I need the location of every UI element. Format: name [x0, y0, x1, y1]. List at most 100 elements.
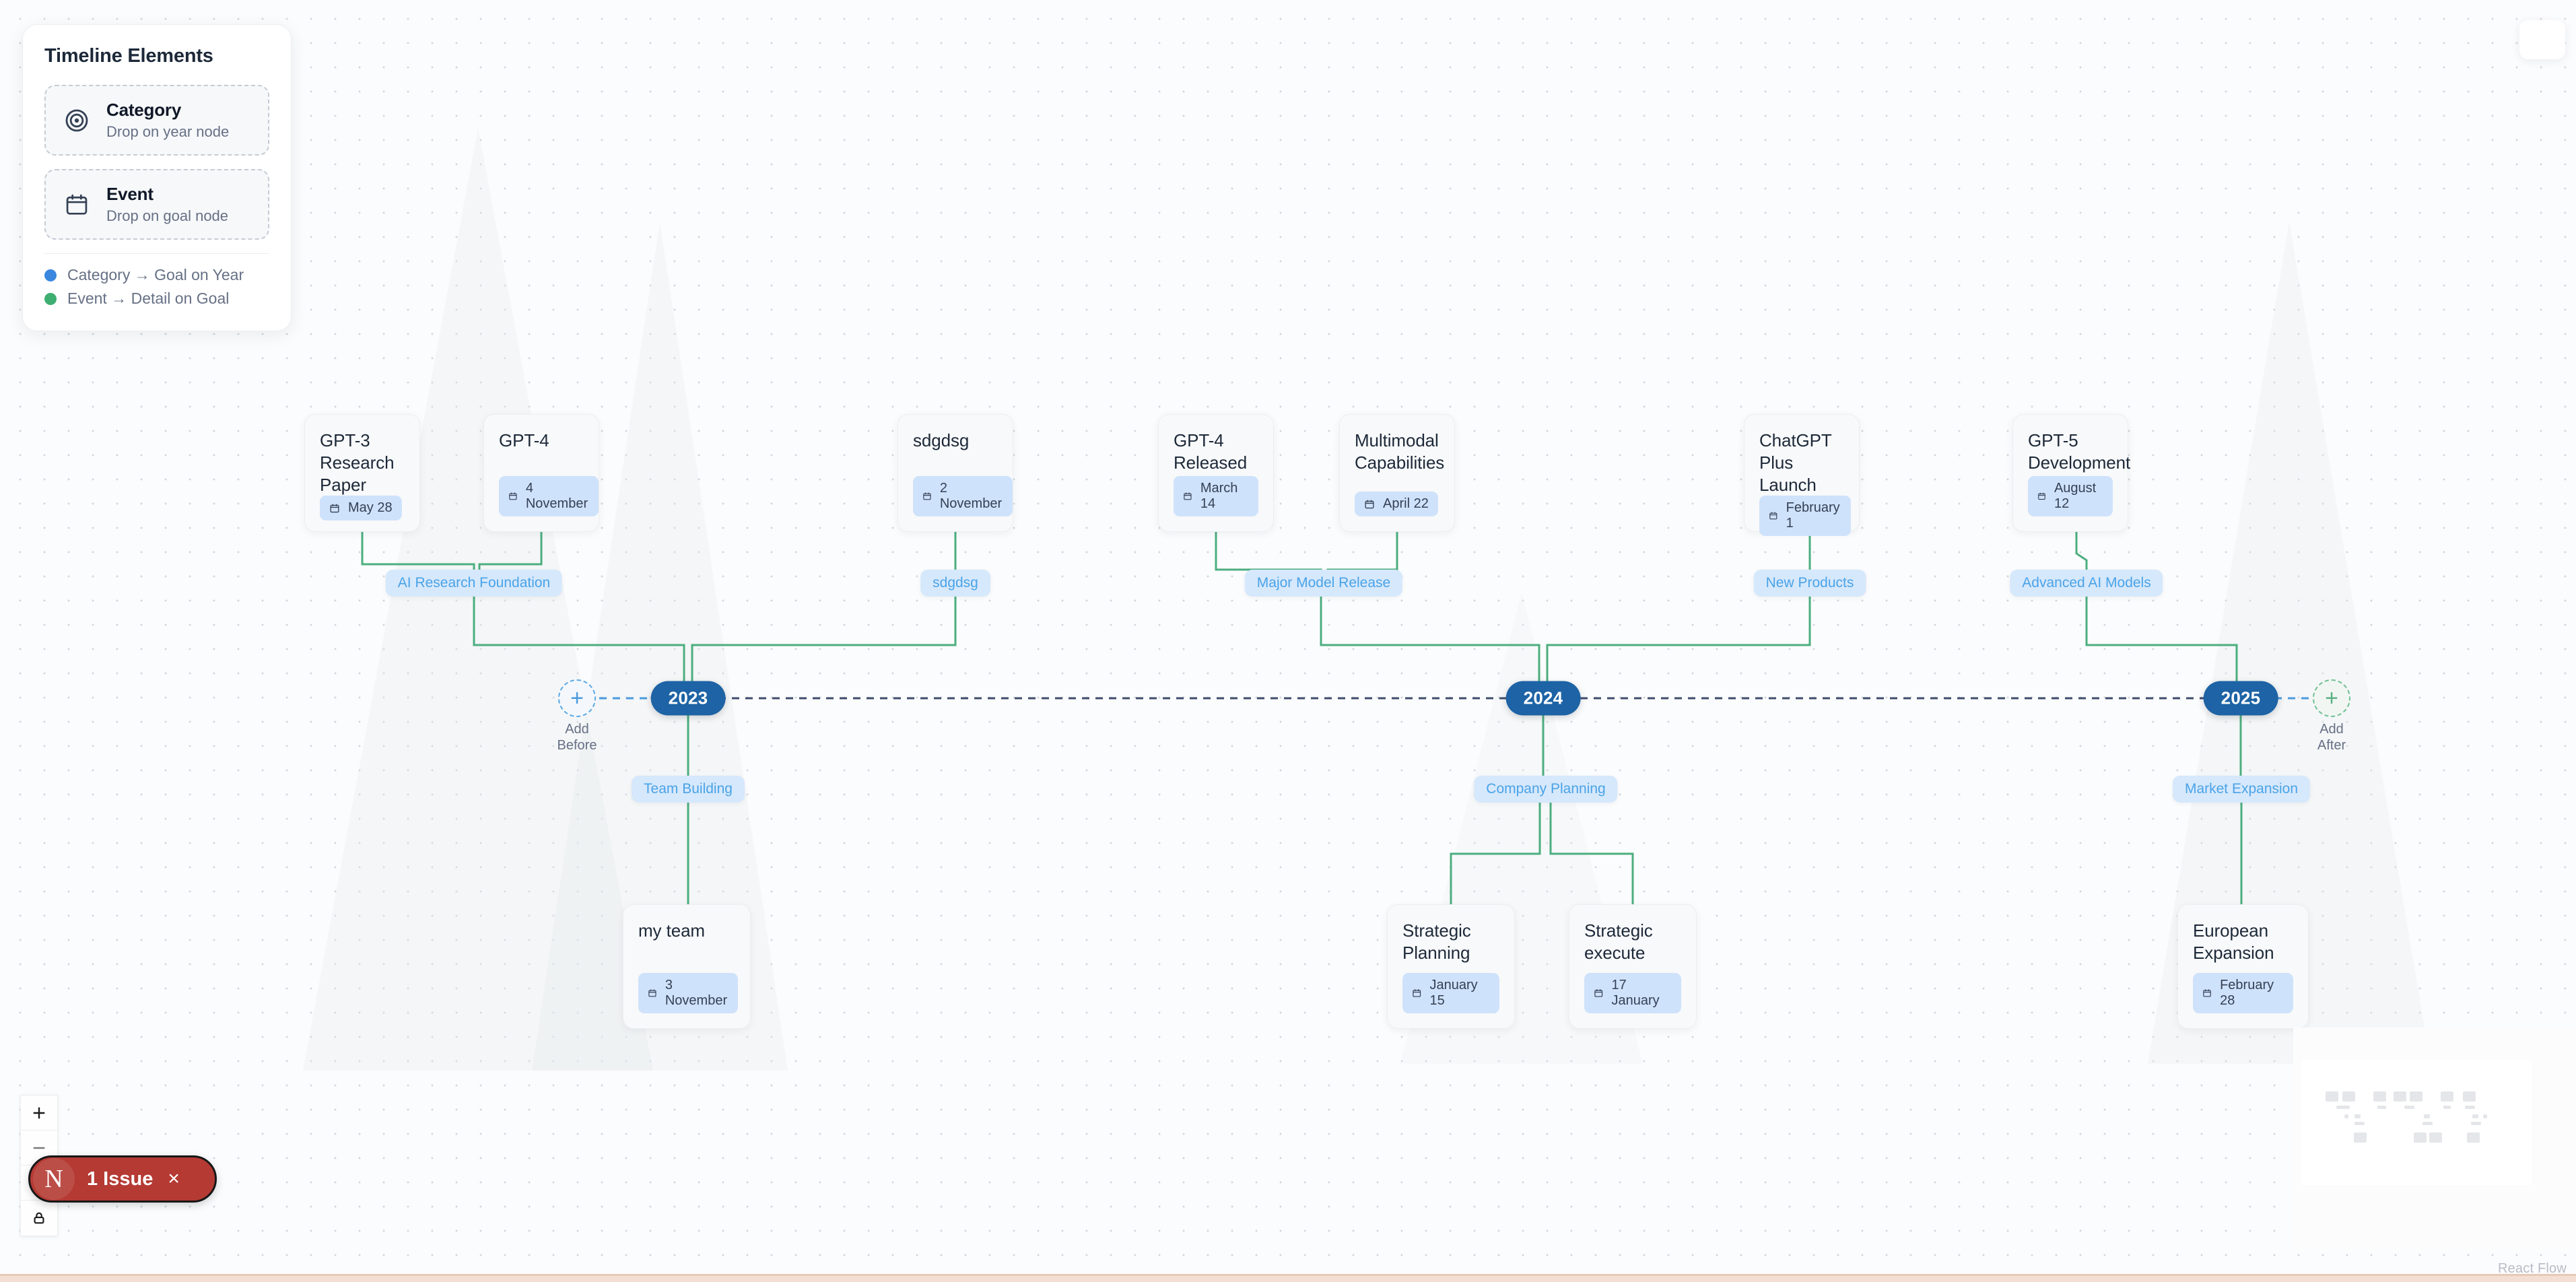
- detail-card[interactable]: my team 3 November: [623, 904, 751, 1029]
- event-date-text: May 28: [348, 500, 393, 516]
- detail-card[interactable]: European Expansion February 28: [2177, 904, 2309, 1029]
- category-pill-label: Market Expansion: [2184, 781, 2299, 797]
- detail-card[interactable]: Strategic execute 17 January: [1569, 904, 1697, 1029]
- year-node-2023[interactable]: 2023: [650, 681, 726, 716]
- detail-date-pill: 3 November: [638, 973, 739, 1013]
- category-pill[interactable]: Advanced AI Models: [2010, 570, 2163, 597]
- category-pill[interactable]: Company Planning: [1474, 776, 1618, 803]
- year-node-label: 2025: [2221, 687, 2261, 708]
- background-watermark: [303, 128, 653, 1071]
- event-card[interactable]: GPT-3 Research Paper May 28: [304, 414, 420, 532]
- palette-item-hint: Drop on goal node: [106, 207, 229, 224]
- minimap-node: [2377, 1106, 2386, 1109]
- minus-icon: [33, 1147, 45, 1149]
- add-after-line1: Add: [2319, 722, 2344, 737]
- category-pill[interactable]: Market Expansion: [2172, 776, 2311, 803]
- event-card[interactable]: Multimodal Capabilities April 22: [1339, 414, 1455, 532]
- detail-card-title: European Expansion: [2193, 920, 2274, 963]
- event-date-pill: May 28: [320, 496, 402, 521]
- event-card-title: Multimodal Capabilities: [1355, 430, 1445, 473]
- detail-card-title: Strategic execute: [1584, 920, 1653, 963]
- minimap-node: [2424, 1114, 2430, 1118]
- category-pill[interactable]: Team Building: [632, 776, 745, 803]
- detail-date-pill: January 15: [1402, 973, 1499, 1013]
- event-date-pill: 4 November: [499, 476, 599, 516]
- event-card-title: sdgdsg: [913, 430, 970, 450]
- event-date-pill: April 22: [1355, 492, 1438, 516]
- minimap-node: [2373, 1091, 2386, 1102]
- category-pill[interactable]: AI Research Foundation: [385, 570, 563, 597]
- palette-item-category[interactable]: Category Drop on year node: [44, 85, 269, 156]
- close-icon[interactable]: ×: [168, 1168, 180, 1190]
- event-card[interactable]: GPT-4 Released March 14: [1158, 414, 1274, 532]
- event-date-pill: February 1: [1759, 496, 1852, 537]
- detail-date-text: 17 January: [1611, 978, 1660, 1008]
- event-card[interactable]: GPT-4 4 November: [483, 414, 599, 532]
- lock-button[interactable]: [21, 1201, 57, 1236]
- minimap-node: [2429, 1133, 2442, 1143]
- minimap-node: [2443, 1106, 2451, 1109]
- event-card-title: GPT-4 Released: [1174, 430, 1248, 473]
- category-pill[interactable]: Major Model Release: [1244, 570, 1403, 597]
- year-node-2025[interactable]: 2025: [2203, 681, 2278, 716]
- palette-item-name: Category: [106, 100, 182, 120]
- minimap-node: [2404, 1106, 2414, 1109]
- add-before-label: Add Before: [537, 722, 617, 753]
- event-card[interactable]: ChatGPT Plus Launch February 1: [1744, 414, 1860, 537]
- event-card[interactable]: GPT-5 Development August 12: [2012, 414, 2131, 532]
- timeline-elements-panel: Timeline Elements Category Drop on year …: [22, 24, 292, 331]
- minimap-node: [2394, 1091, 2406, 1102]
- event-card[interactable]: sdgdsg 2 November: [897, 414, 1013, 532]
- detail-date-text: February 28: [2220, 978, 2274, 1008]
- event-card-title: GPT-5 Development: [2028, 430, 2131, 473]
- year-node-2024[interactable]: 2024: [1505, 681, 1581, 716]
- detail-date-text: January 15: [1429, 978, 1478, 1008]
- event-date-pill: August 12: [2028, 476, 2113, 516]
- detail-date-pill: February 28: [2193, 973, 2293, 1013]
- detail-date-text: 3 November: [665, 978, 728, 1008]
- legend-row-event: Event → Detail on Goal: [44, 290, 269, 308]
- add-before-button[interactable]: +: [558, 679, 596, 717]
- add-before-line2: Before: [557, 737, 597, 753]
- event-date-text: March 14: [1200, 481, 1238, 511]
- minimap[interactable]: [2293, 1027, 2576, 1250]
- legend-label: Event → Detail on Goal: [67, 290, 230, 307]
- category-pill[interactable]: New Products: [1753, 570, 1866, 597]
- event-date-text: February 1: [1786, 500, 1840, 531]
- detail-card-title: my team: [638, 920, 705, 941]
- panel-title: Timeline Elements: [44, 45, 213, 67]
- minimap-node: [2467, 1133, 2480, 1143]
- calendar-icon: [62, 190, 92, 220]
- minimap-node: [2336, 1106, 2350, 1109]
- zoom-in-button[interactable]: [21, 1095, 57, 1131]
- year-node-label: 2023: [668, 687, 708, 708]
- category-pill[interactable]: sdgdsg: [920, 570, 990, 597]
- detail-card[interactable]: Strategic Planning January 15: [1387, 904, 1515, 1029]
- legend-row-category: Category → Goal on Year: [44, 266, 269, 284]
- category-pill-label: AI Research Foundation: [397, 575, 551, 591]
- bottom-browser-strip: [0, 1274, 2576, 1282]
- minimap-node: [2472, 1114, 2478, 1118]
- add-before-line1: Add: [565, 722, 589, 737]
- event-date-pill: 2 November: [913, 476, 1013, 516]
- minimap-node: [2463, 1091, 2476, 1102]
- dev-issue-badge[interactable]: N 1 Issue ×: [28, 1155, 217, 1203]
- event-date-text: 2 November: [939, 481, 1003, 511]
- event-date-text: 4 November: [525, 481, 588, 511]
- minimap-viewport[interactable]: [2301, 1060, 2532, 1185]
- plus-icon: +: [570, 685, 584, 711]
- palette-item-event[interactable]: Event Drop on goal node: [44, 169, 269, 240]
- detail-card-title: Strategic Planning: [1402, 920, 1471, 963]
- palette-item-hint: Drop on year node: [106, 123, 230, 140]
- event-date-text: April 22: [1383, 496, 1429, 511]
- legend-dot-green: [44, 292, 57, 305]
- legend-dot-blue: [44, 269, 57, 281]
- minimap-node: [2465, 1106, 2475, 1109]
- nextjs-logo-icon: N: [33, 1158, 75, 1200]
- plus-icon: [33, 1106, 45, 1119]
- category-pill-label: Team Building: [644, 781, 733, 797]
- add-after-button[interactable]: +: [2313, 679, 2350, 717]
- react-flow-attribution[interactable]: React Flow: [2497, 1261, 2567, 1276]
